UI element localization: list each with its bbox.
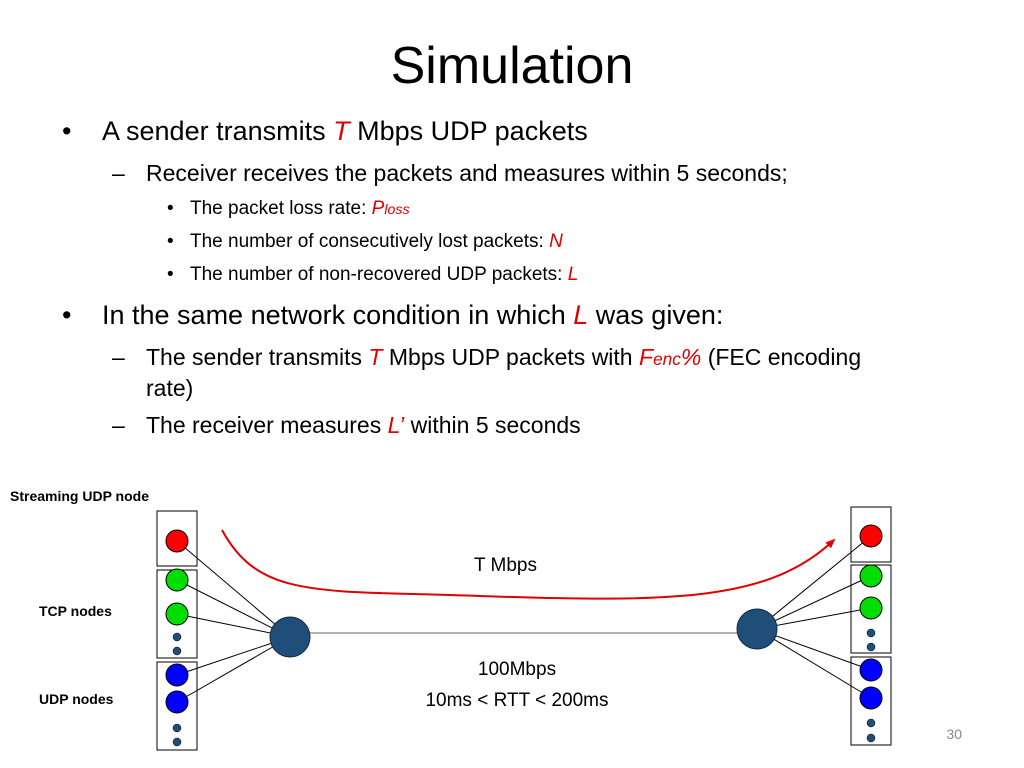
right-tcp-node — [859, 596, 883, 620]
udp-nodes-label: UDP nodes — [39, 691, 114, 707]
receiver-text: The receiver measures — [146, 412, 388, 438]
bullet-2: In the same network condition in which L… — [102, 300, 723, 331]
ellipsis-dot — [866, 628, 876, 638]
bullet-marker-small: • — [167, 264, 174, 285]
bullet-2-2: The receiver measures L’ within 5 second… — [146, 412, 581, 439]
ellipsis-dot — [172, 723, 182, 733]
variable-l: L — [567, 264, 579, 285]
consecutive-lost-text: The number of consecutively lost packets… — [190, 231, 550, 252]
link-rtt-label: 10ms < RTT < 200ms — [425, 690, 609, 711]
variable-f-subscript: enc — [653, 349, 681, 369]
sender-text-end: (FEC encoding — [701, 344, 862, 370]
variable-l-prime: L’ — [387, 412, 405, 438]
streaming-node-label: Streaming UDP node — [10, 488, 149, 504]
bullet-1-1-3: The number of non-recovered UDP packets:… — [190, 264, 578, 286]
variable-n: N — [549, 231, 563, 252]
ellipsis-dot — [866, 642, 876, 652]
bullet-1-1-2: The number of consecutively lost packets… — [190, 231, 563, 253]
ellipsis-dot — [172, 646, 182, 656]
bullet-2-1-continuation: rate) — [146, 375, 194, 401]
left-tcp-node — [165, 602, 189, 626]
tcp-nodes-label: TCP nodes — [39, 603, 112, 619]
flow-rate-label: T Mbps — [474, 555, 538, 576]
sender-text: The sender transmits — [146, 344, 369, 370]
dash-marker: – — [112, 160, 125, 186]
bullet-2-1: The sender transmits T Mbps UDP packets … — [146, 344, 861, 371]
bullet-2-text: In the same network condition in which — [102, 300, 574, 330]
variable-p-subscript: loss — [384, 202, 410, 218]
variable-l: L — [573, 300, 589, 330]
bullet-1-text: A sender transmits — [102, 116, 334, 146]
flow-arrow — [221, 529, 836, 600]
bullet-marker: • — [62, 300, 72, 330]
left-udp-node — [165, 690, 189, 714]
bullet-1-1-1: The packet loss rate: Ploss — [190, 198, 410, 220]
right-udp-node — [859, 658, 883, 682]
right-streaming-node — [859, 524, 883, 548]
ellipsis-dot — [172, 737, 182, 747]
loss-rate-text: The packet loss rate: — [190, 198, 372, 219]
dash-marker: – — [112, 344, 125, 370]
bullet-marker-small: • — [167, 198, 174, 219]
right-router-node — [736, 608, 778, 650]
left-tcp-node — [165, 568, 189, 592]
bullet-1-1: Receiver receives the packets and measur… — [146, 160, 788, 186]
bullet-2-text-end: was given: — [588, 300, 724, 330]
non-recovered-text: The number of non-recovered UDP packets: — [190, 264, 568, 285]
bullet-1: A sender transmits T Mbps UDP packets — [102, 116, 588, 147]
right-tcp-node — [859, 564, 883, 588]
right-udp-box — [850, 656, 892, 746]
bullet-marker-small: • — [167, 231, 174, 252]
left-streaming-node — [165, 529, 189, 553]
ellipsis-dot — [172, 632, 182, 642]
left-router-node — [269, 616, 311, 658]
variable-f: F — [639, 344, 654, 370]
left-udp-box — [156, 661, 198, 751]
page-number: 30 — [946, 726, 962, 742]
sender-text-mid: Mbps UDP packets with — [382, 344, 639, 370]
variable-t: T — [368, 344, 383, 370]
right-udp-node — [859, 686, 883, 710]
right-streaming-box — [850, 506, 892, 563]
bullet-marker: • — [62, 116, 72, 146]
dash-marker: – — [112, 412, 125, 438]
left-udp-node — [165, 663, 189, 687]
link-bandwidth-label: 100Mbps — [477, 659, 557, 680]
ellipsis-dot — [866, 718, 876, 728]
slide-title: Simulation — [390, 37, 634, 95]
ellipsis-dot — [866, 733, 876, 743]
variable-t: T — [333, 116, 350, 146]
variable-f-percent: % — [680, 344, 702, 370]
left-streaming-box — [156, 510, 198, 567]
variable-p: P — [371, 198, 385, 219]
receiver-text-end: within 5 seconds — [404, 412, 581, 438]
bullet-1-text-end: Mbps UDP packets — [349, 116, 588, 146]
